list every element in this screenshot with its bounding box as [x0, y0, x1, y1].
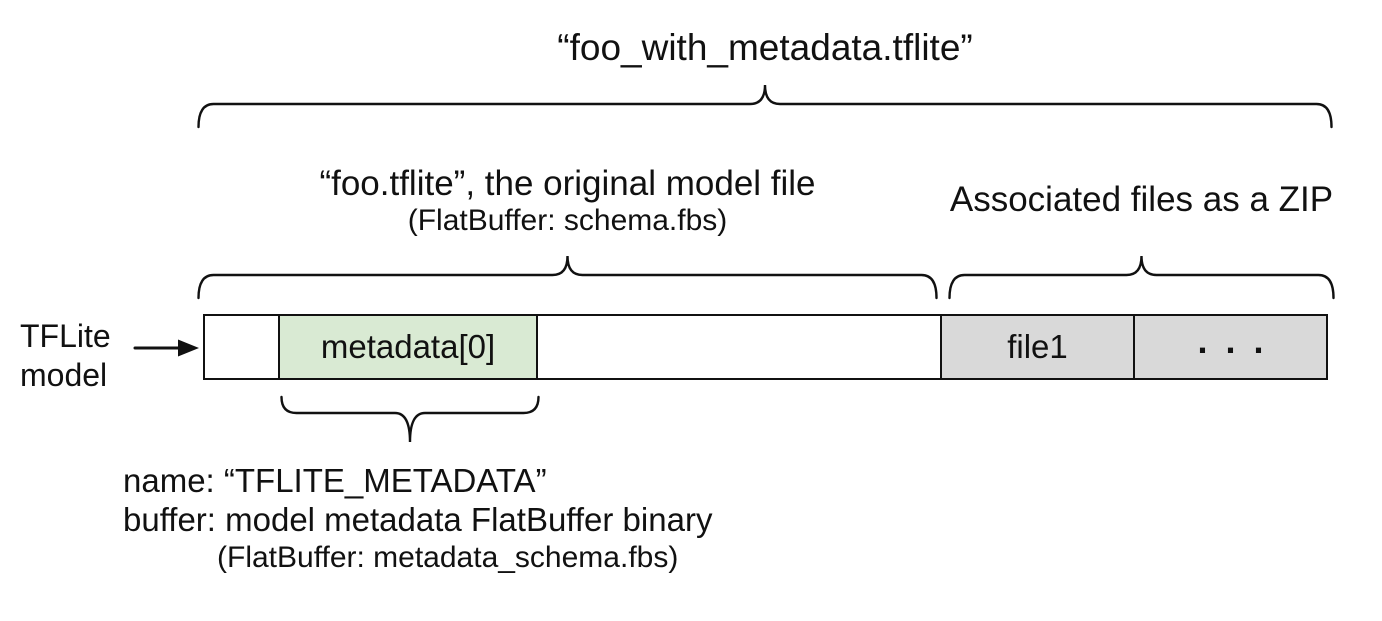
file-title: “foo_with_metadata.tflite”	[557, 27, 973, 68]
brace-metadata-detail	[280, 395, 540, 443]
tflite-model-label: TFLite model	[20, 317, 111, 395]
segment-more-files-label: ...	[1197, 320, 1282, 361]
metadata-annotation-buffer: buffer: model metadata FlatBuffer binary	[123, 501, 713, 538]
tflite-model-label-line2: model	[20, 357, 108, 393]
tflite-model-label-line1: TFLite	[20, 318, 111, 354]
brace-zip-files	[948, 255, 1335, 300]
segment-leading-bytes	[203, 314, 280, 380]
model-section-heading: “foo.tflite”, the original model file (F…	[197, 163, 938, 238]
brace-model-file	[197, 255, 938, 300]
segment-file1-label: file1	[1007, 328, 1068, 365]
arrow-icon	[133, 339, 199, 357]
zip-section-title: Associated files as a ZIP	[949, 180, 1334, 219]
model-section-subtitle: (FlatBuffer: schema.fbs)	[407, 204, 728, 237]
brace-whole-file	[197, 84, 1333, 129]
file-layout-bar: metadata[0] file1 ...	[203, 314, 1328, 380]
segment-model-body	[536, 314, 942, 380]
metadata-annotation-schema: (FlatBuffer: metadata_schema.fbs)	[217, 541, 679, 574]
segment-metadata: metadata[0]	[278, 314, 538, 380]
model-section-title: “foo.tflite”, the original model file	[319, 164, 816, 203]
metadata-annotation: name: “TFLITE_METADATA” buffer: model me…	[123, 461, 712, 576]
metadata-annotation-name: name: “TFLITE_METADATA”	[123, 462, 547, 499]
segment-more-files: ...	[1133, 314, 1328, 380]
segment-metadata-label: metadata[0]	[320, 328, 496, 365]
segment-file1: file1	[940, 314, 1135, 380]
